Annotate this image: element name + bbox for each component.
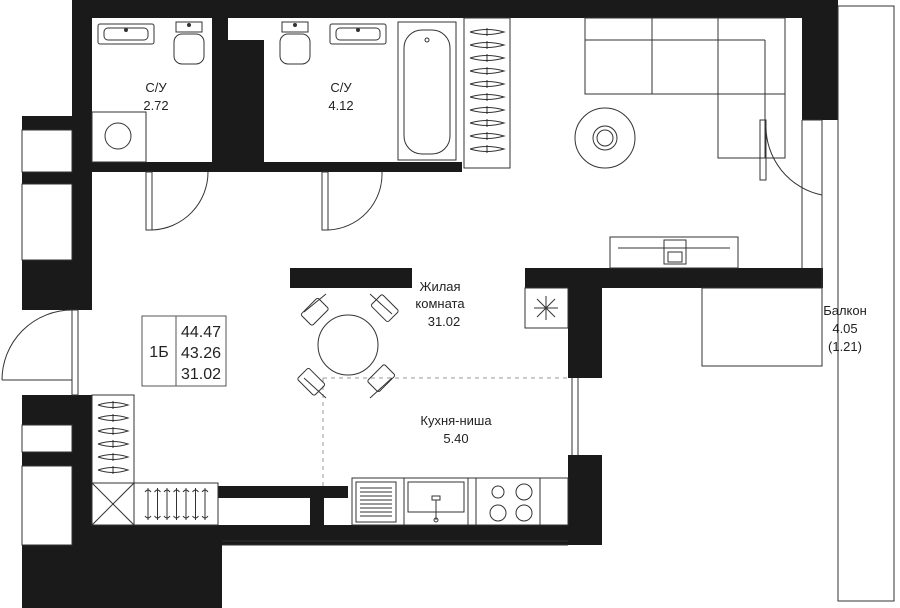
walls: [22, 0, 838, 608]
wall-top: [72, 0, 838, 18]
living-furniture: [297, 17, 786, 399]
bathroom1-area: 2.72: [143, 98, 168, 113]
doors: [1, 119, 823, 396]
balcony-name: Балкон: [823, 303, 867, 318]
toilet-2: [279, 21, 311, 65]
toilet-1: [173, 21, 205, 65]
wall-left-upper: [72, 0, 92, 310]
bathroom1-fixtures: [91, 21, 205, 163]
wall-bottom-partition: [218, 486, 348, 498]
thin-lines: [21, 5, 895, 602]
balcony-area-reduced: (1.21): [828, 339, 862, 354]
bathroom1-name: С/У: [145, 80, 167, 95]
living-name-line1: Жилая: [419, 279, 460, 294]
wall-bottom-right: [568, 455, 602, 545]
wall-bath-lower: [92, 162, 462, 172]
wall-left-pier-b1: [22, 395, 72, 425]
wall-bottom-left: [72, 545, 222, 608]
hall-storage: [91, 394, 219, 526]
living-name-line2: комната: [415, 296, 465, 311]
wall-bath-pillar: [228, 40, 264, 163]
wall-bottom: [72, 525, 602, 545]
wall-kitchen-right: [568, 268, 602, 378]
wall-left-lower: [72, 395, 92, 545]
washing-machine: [91, 111, 147, 163]
wall-left-pier-low: [22, 260, 72, 310]
kitchen-sink: [403, 477, 469, 526]
wall-bottom-partition-2: [310, 486, 324, 526]
sink-1: [97, 23, 155, 45]
wall-left-pier-upper: [22, 116, 72, 130]
wall-left-pier-b2: [22, 452, 72, 466]
area-without-balcony: 43.26: [181, 345, 221, 362]
bathroom2-area: 4.12: [328, 98, 353, 113]
bathroom2-fixtures: [279, 21, 457, 161]
wall-left-bottom: [22, 545, 72, 608]
dishwasher: [355, 481, 397, 523]
living-area: 31.02: [428, 314, 461, 329]
round-rug: [574, 107, 636, 169]
wall-right-upper: [802, 0, 838, 120]
apartment-badge: [141, 315, 227, 387]
corner-sofa: [584, 17, 786, 159]
wall-shaft: [290, 268, 412, 288]
bathtub: [397, 21, 457, 161]
ventilation-shaft: [524, 287, 569, 329]
total-area: 44.47: [181, 324, 221, 341]
dining-table: [297, 293, 399, 399]
kitchen-name: Кухня-ниша: [420, 413, 492, 428]
wardrobe: [463, 17, 511, 169]
wall-bath-divider: [212, 18, 228, 163]
wall-left-pier-mid: [22, 172, 72, 184]
sink-2: [329, 23, 387, 45]
cooktop: [475, 477, 541, 526]
bathroom2-name: С/У: [330, 80, 352, 95]
tv-stand: [609, 236, 739, 269]
living-area-badge: 31.02: [181, 366, 221, 383]
apartment-type: 1Б: [149, 344, 168, 361]
kitchen-appliances: [351, 477, 569, 526]
kitchen-area: 5.40: [443, 431, 468, 446]
balcony-area: 4.05: [832, 321, 857, 336]
